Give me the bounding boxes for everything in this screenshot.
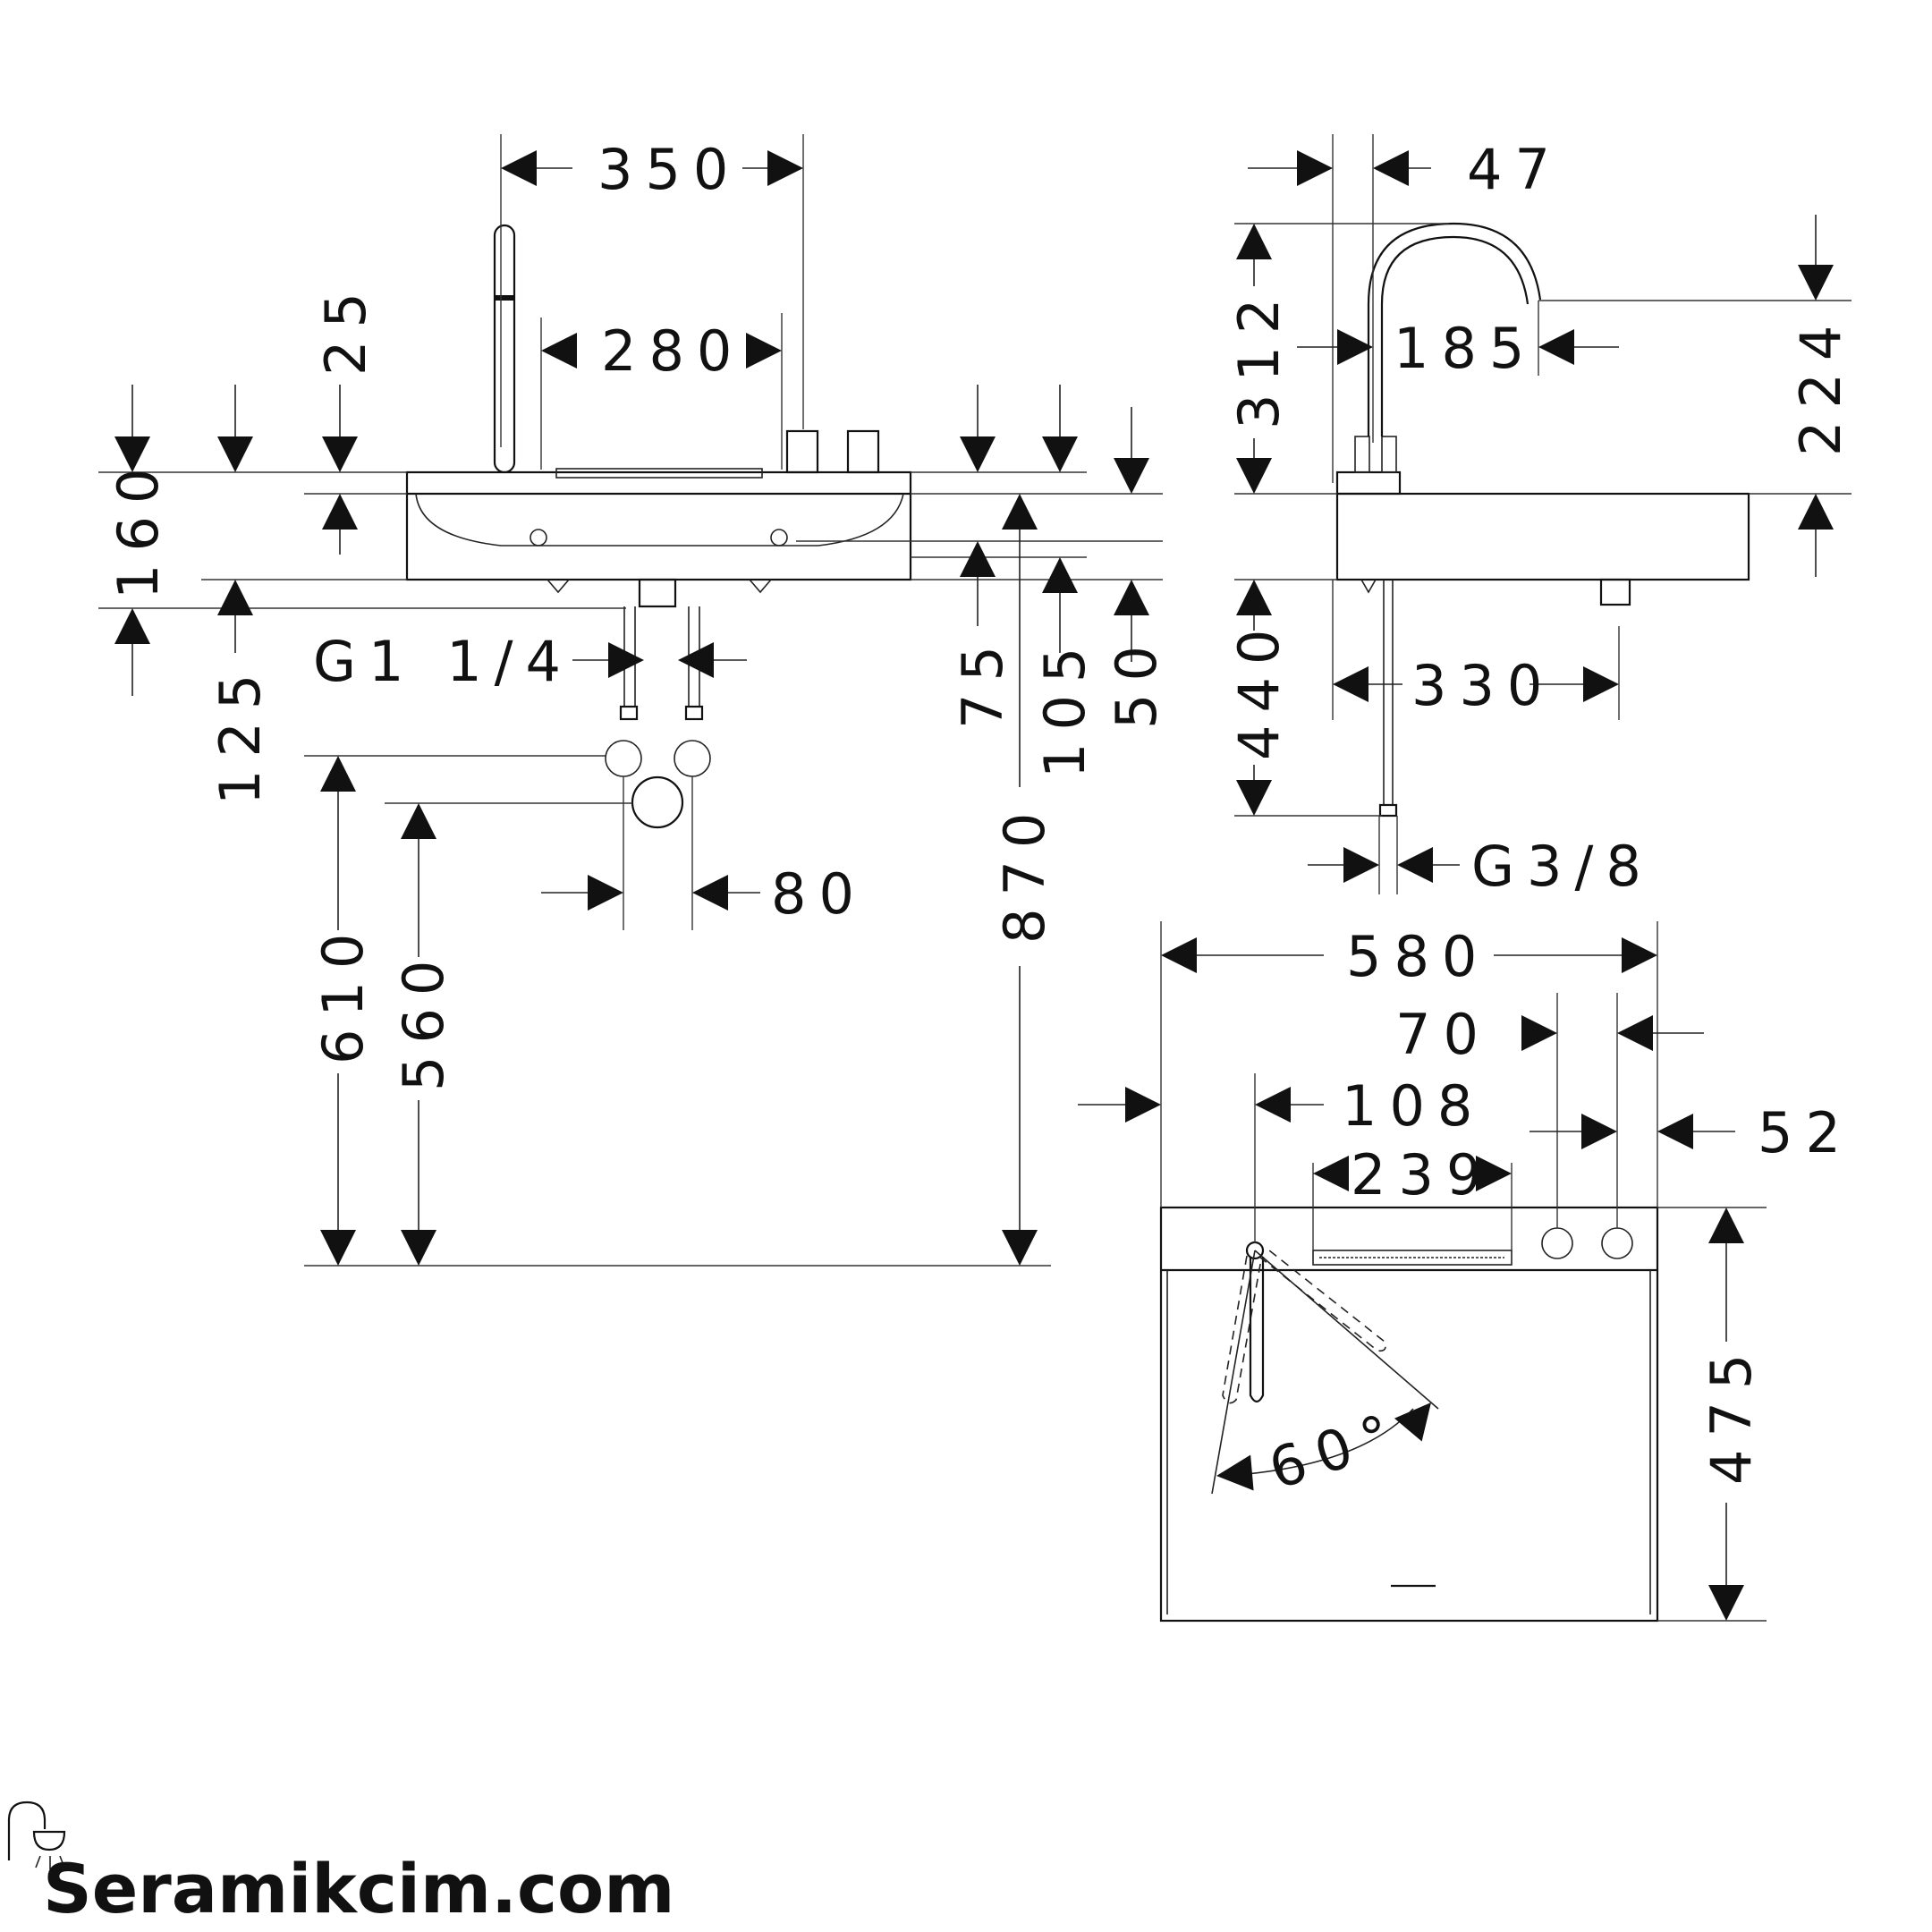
dim-560: 560 (391, 948, 456, 1091)
valve-knob-left (785, 429, 819, 474)
dim-75: 75 (950, 633, 1015, 729)
shower-head-icon (7, 1801, 66, 1869)
front-view: 350 280 25 160 125 75 105 (98, 134, 1169, 1267)
dim-125: 125 (208, 662, 273, 805)
dim-80: 80 (771, 861, 867, 927)
dim-475: 475 (1699, 1342, 1764, 1485)
dim-160: 160 (106, 456, 171, 599)
dim-224: 224 (1788, 313, 1853, 456)
basin-top-outline (1159, 1206, 1659, 1623)
basin-side-outline (1335, 492, 1750, 581)
brand-logo: Seramikcim.com (7, 1801, 674, 1928)
dim-52: 52 (1758, 1100, 1853, 1165)
dim-870: 870 (992, 801, 1057, 944)
thread-g3-8: G3/8 (1471, 834, 1654, 899)
dim-70: 70 (1395, 1002, 1491, 1067)
basin-front-outline (405, 470, 912, 581)
thread-g1-1-4: G1 1/4 (313, 629, 573, 694)
dim-105: 105 (1032, 635, 1097, 778)
dim-440: 440 (1226, 617, 1292, 760)
dim-610: 610 (310, 921, 376, 1064)
dim-312: 312 (1226, 286, 1292, 429)
spout-side (1367, 222, 1542, 436)
top-view: 60° 580 70 108 239 (1078, 921, 1853, 1623)
dim-350: 350 (597, 137, 741, 202)
side-view: 47 312 185 224 440 330 (1226, 134, 1853, 899)
dim-239: 239 (1351, 1142, 1494, 1208)
dim-185: 185 (1394, 316, 1537, 381)
brand-name: Seramikcim.com (43, 1849, 674, 1928)
dim-330: 330 (1411, 653, 1555, 718)
dim-47: 47 (1467, 137, 1563, 202)
dim-50: 50 (1104, 633, 1169, 729)
dim-280: 280 (601, 318, 744, 384)
dim-580: 580 (1346, 924, 1489, 989)
dim-108: 108 (1342, 1073, 1485, 1139)
dim-25: 25 (313, 280, 378, 376)
spout-front (493, 224, 516, 474)
valve-knob-right (846, 429, 880, 474)
angle-60: 60° (1261, 1398, 1411, 1502)
